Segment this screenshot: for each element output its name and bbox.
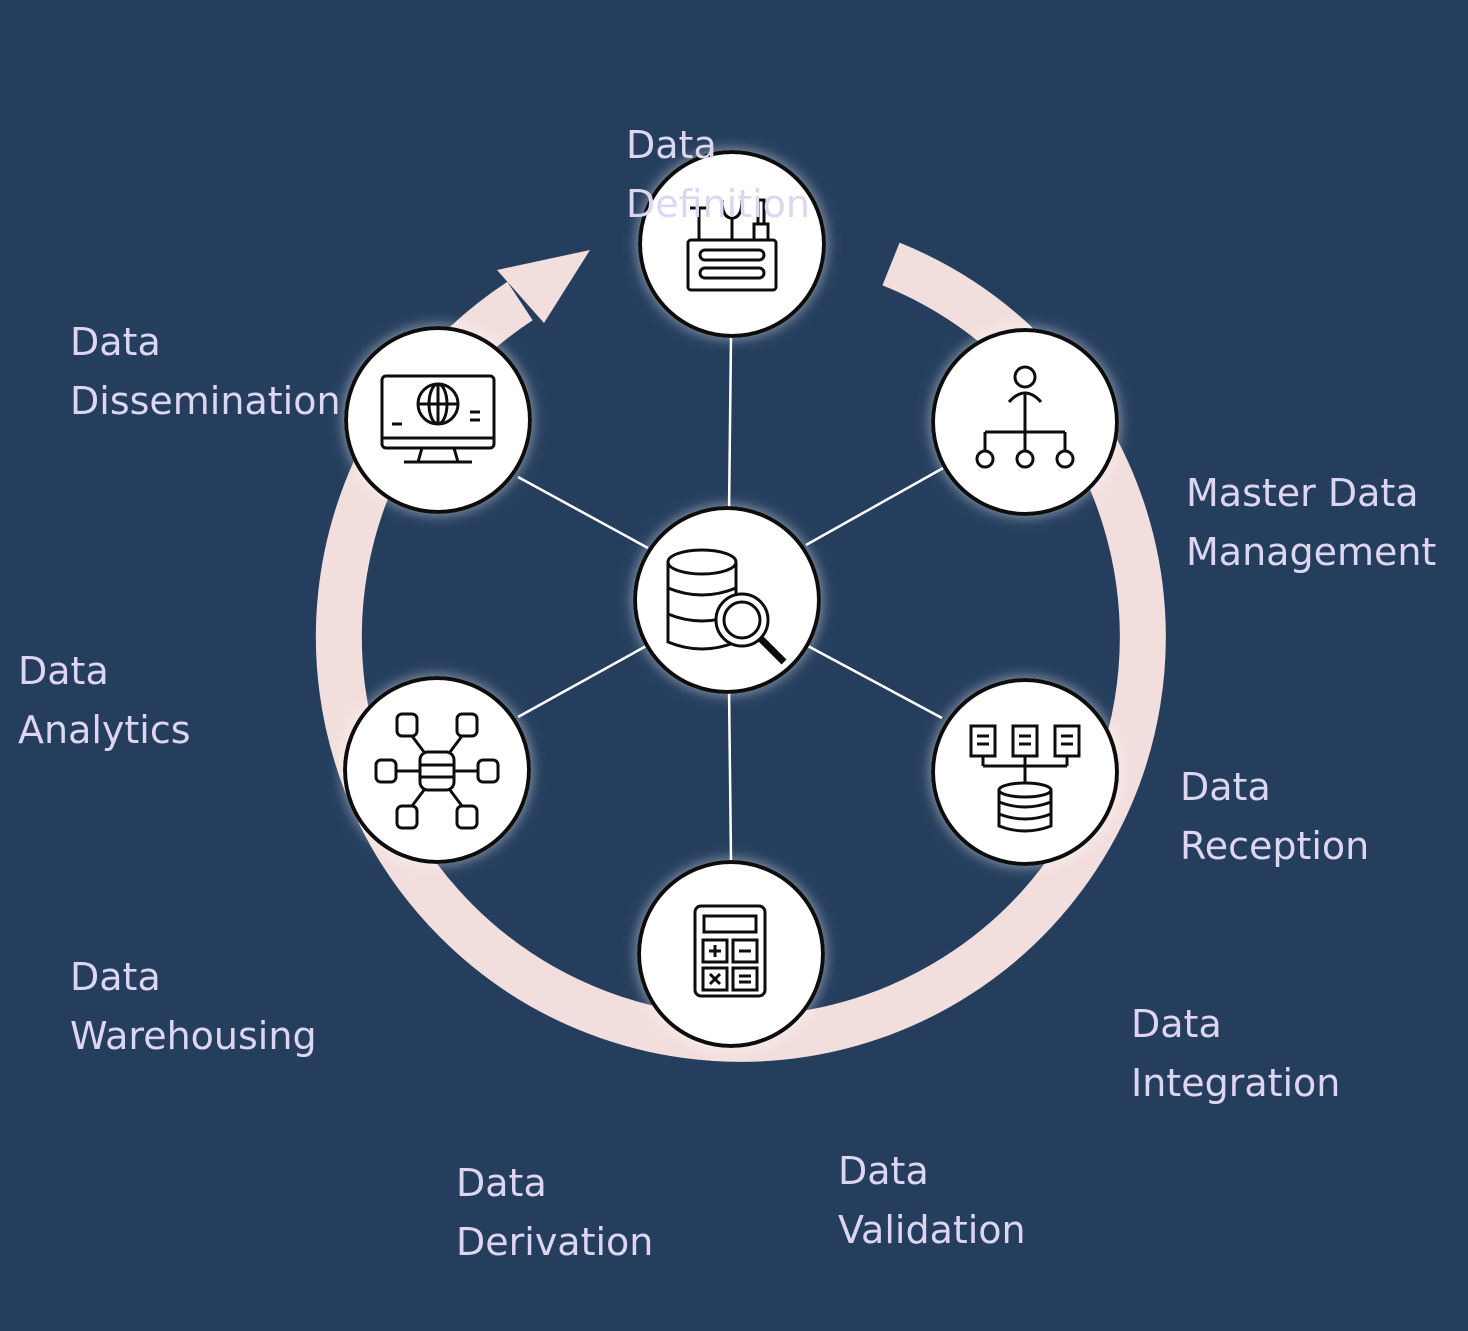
connector-warehousing	[517, 643, 649, 719]
connector-derivation	[727, 687, 733, 861]
cycle-ring	[315, 242, 1166, 1062]
node-data-warehousing	[343, 676, 531, 864]
toolbox-icon	[686, 198, 778, 292]
hub-connectors	[517, 336, 946, 861]
calculator-icon	[693, 904, 767, 998]
documents-to-database-icon	[969, 724, 1081, 833]
connector-reception	[805, 643, 943, 720]
org-hierarchy-icon	[975, 365, 1075, 469]
node-master-data-management	[931, 328, 1119, 516]
node-data-reception	[931, 678, 1119, 866]
node-data-dissemination	[344, 326, 532, 514]
database-network-icon	[374, 712, 500, 830]
hub-node	[633, 506, 821, 694]
node-data-definition	[638, 150, 826, 338]
cycle-arrow-head	[497, 250, 590, 323]
connector-dissemination	[517, 475, 649, 550]
web-monitor-icon	[380, 374, 496, 464]
database-search-icon	[666, 548, 787, 665]
data-lifecycle-diagram	[315, 150, 1166, 1062]
connector-definition	[727, 336, 733, 515]
connector-master-data	[805, 465, 946, 547]
node-data-derivation	[637, 860, 825, 1048]
